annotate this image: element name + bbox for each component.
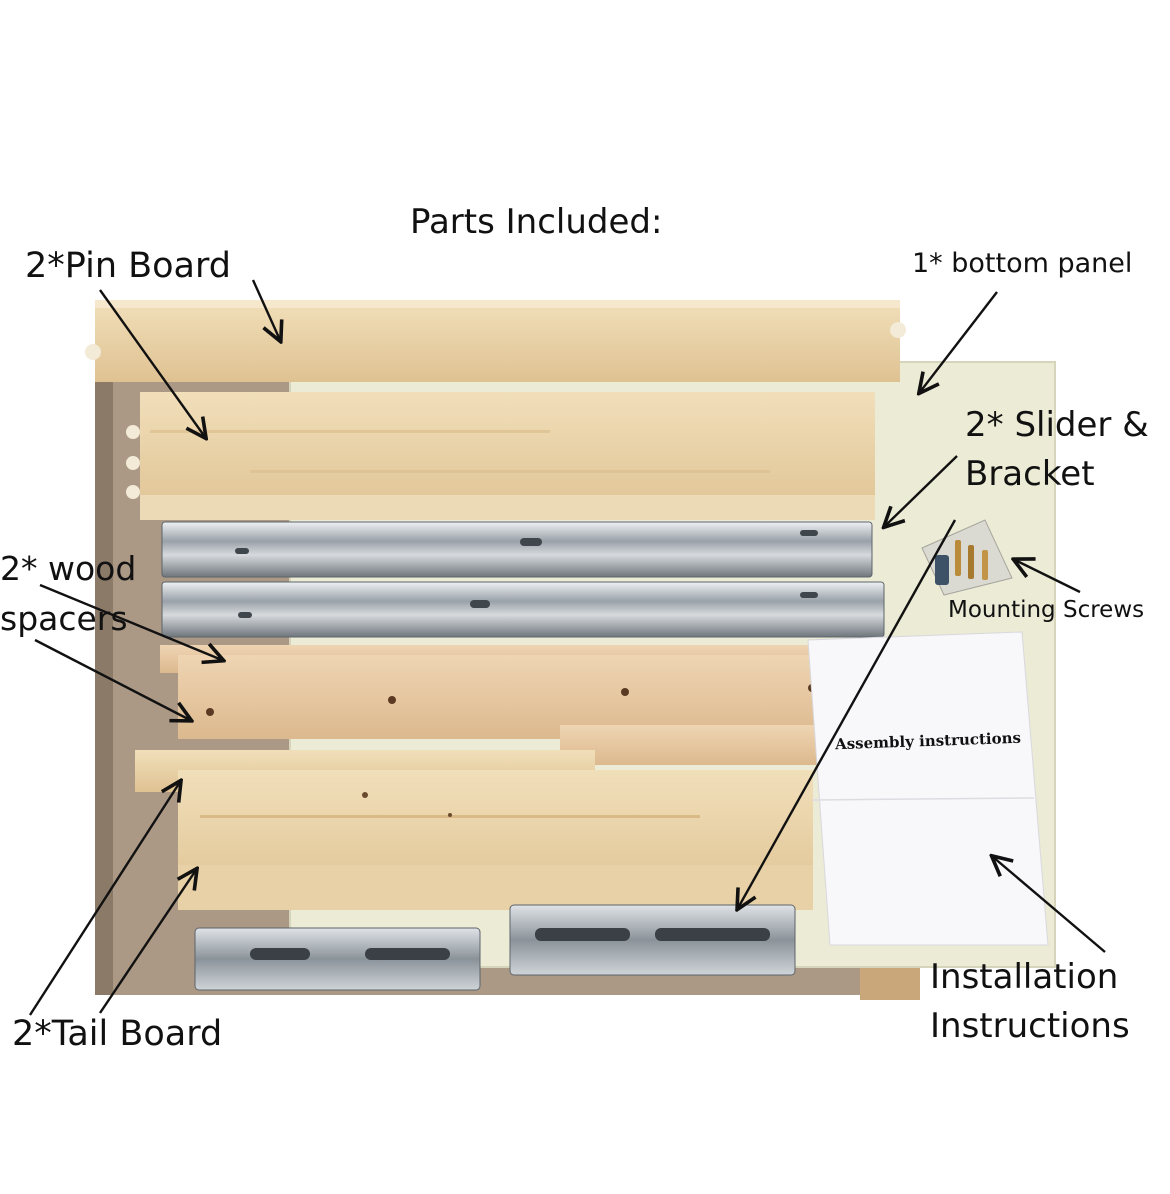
arrow-pin-board-lower <box>99 289 205 437</box>
pin-board-top <box>85 300 906 382</box>
label-bottom-panel: 1* bottom panel <box>912 248 1133 279</box>
arrow-wood-spacer-1 <box>39 583 222 660</box>
arrow-tail-board-strip <box>28 782 180 1016</box>
mounting-bracket-left <box>194 927 481 991</box>
label-wood-spacers-line1: 2* wood <box>0 549 137 588</box>
drawer-slide-rail-1 <box>161 521 873 578</box>
label-installation-line1: Installation <box>930 957 1119 997</box>
label-pin-board: 2*Pin Board <box>25 246 232 286</box>
spare-strip <box>560 725 845 765</box>
arrow-slider <box>885 455 958 526</box>
arrow-tail-board <box>99 870 196 1014</box>
arrow-bottom-panel <box>920 291 998 392</box>
parts-included-heading: Parts Included: <box>410 202 663 242</box>
label-tail-board: 2*Tail Board <box>12 1014 223 1054</box>
arrow-mounting-screws <box>1015 560 1081 594</box>
label-slider-line1: 2* Slider & <box>965 405 1149 445</box>
arrow-installation-instructions <box>993 857 1106 953</box>
label-installation-line2: Instructions <box>930 1006 1130 1046</box>
label-slider-line2: Bracket <box>965 454 1095 494</box>
arrow-pin-board-top <box>251 279 280 340</box>
arrow-bracket <box>738 519 957 908</box>
pin-board-lower <box>126 392 875 520</box>
annotation-arrows <box>28 279 1106 1016</box>
mounting-bracket-right <box>509 904 796 976</box>
tail-board <box>178 770 813 910</box>
label-mounting-screws: Mounting Screws <box>948 597 1145 623</box>
drawer-slide-rail-2 <box>161 581 885 638</box>
label-wood-spacers-line2: spacers <box>0 599 128 638</box>
installation-instructions-sheet <box>807 631 1049 946</box>
arrow-wood-spacer-2 <box>34 638 190 720</box>
